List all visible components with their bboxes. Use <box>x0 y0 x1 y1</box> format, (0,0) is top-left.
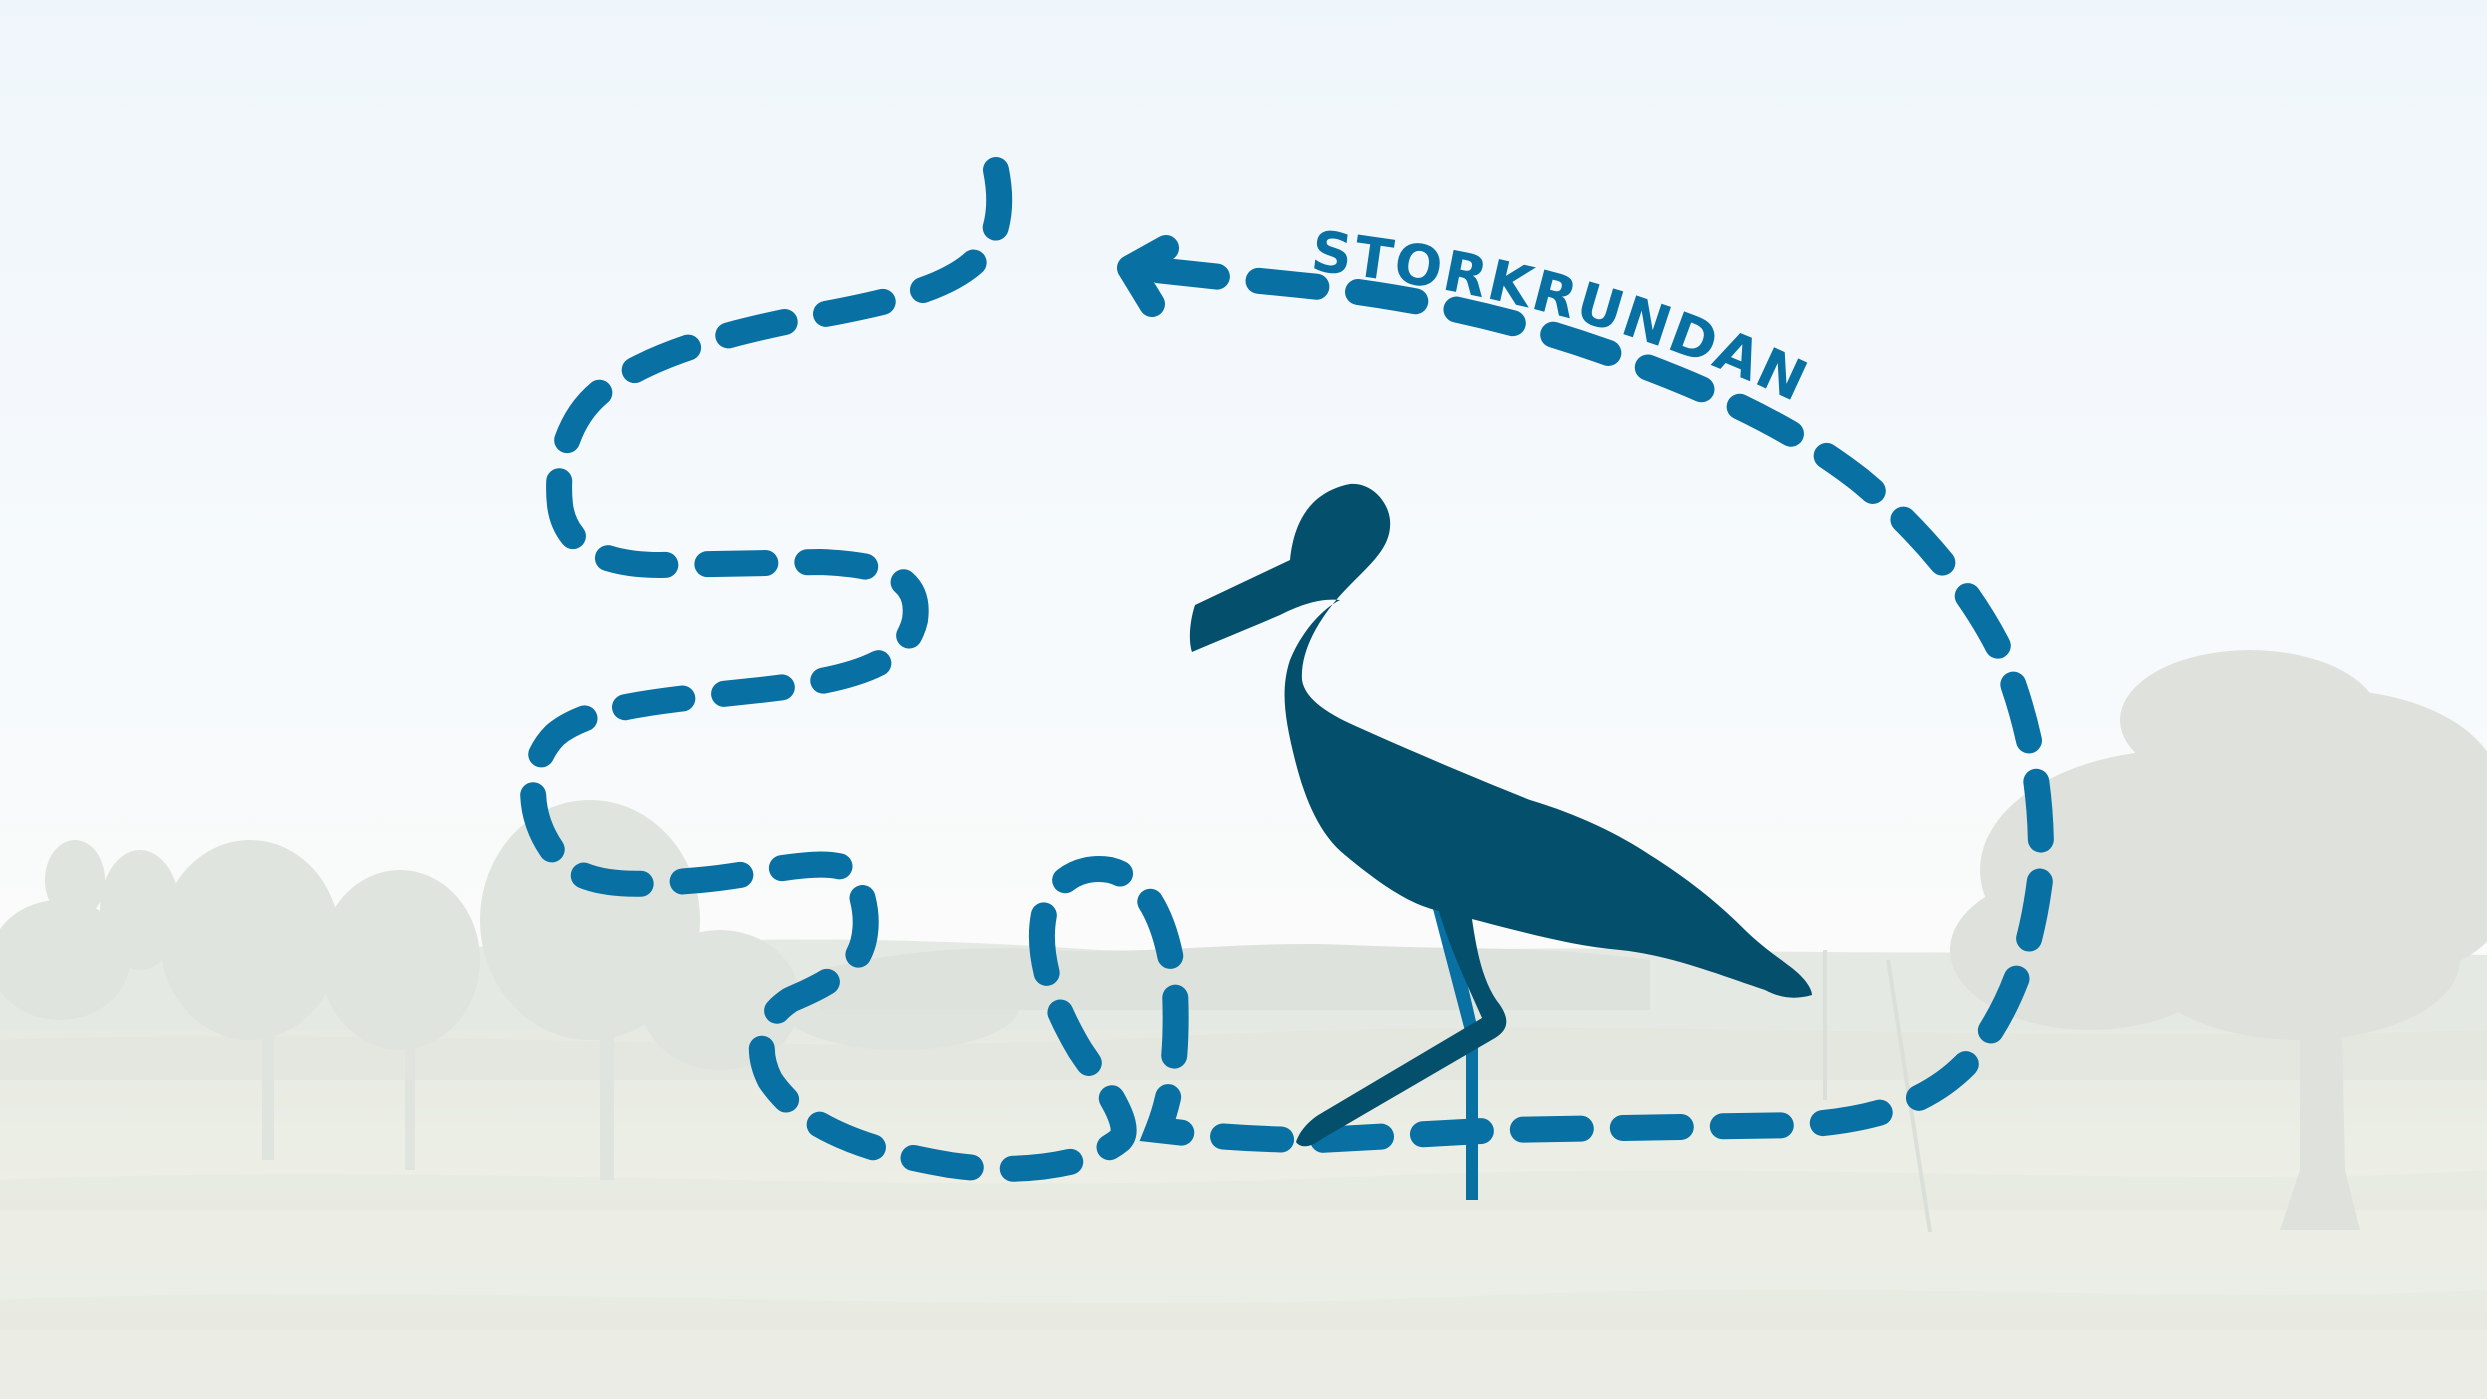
arrow-left-icon <box>1117 235 1179 317</box>
stork-silhouette-icon <box>1189 483 1812 1200</box>
mid-tree-line <box>820 943 1650 1010</box>
large-oak-tree <box>1950 650 2487 1230</box>
dashed-route-path <box>520 157 2054 1182</box>
left-tree-line <box>0 800 1020 1180</box>
